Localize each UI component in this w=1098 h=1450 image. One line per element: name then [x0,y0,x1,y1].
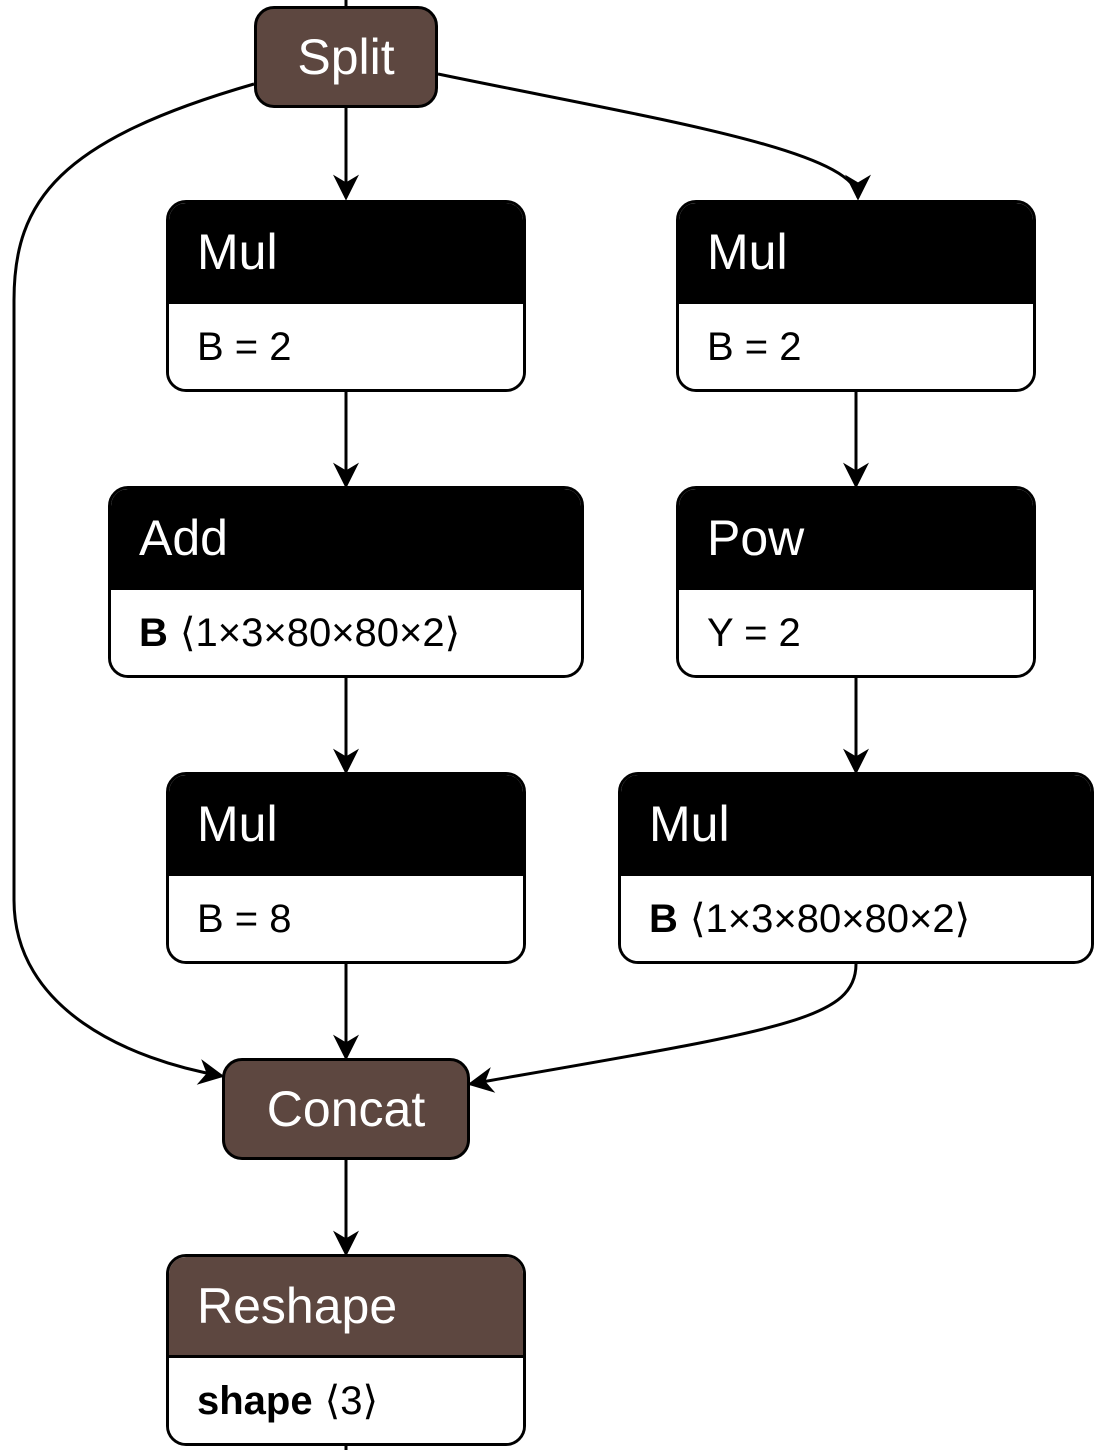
split-node[interactable]: Split [254,6,438,108]
mul-node-right-2-attr-name: B [649,896,678,941]
reshape-node[interactable]: Reshape shape ⟨3⟩ [166,1254,526,1446]
mul-node-right-1[interactable]: Mul B = 2 [676,200,1036,392]
concat-node-title: Concat [266,1081,426,1137]
edge-split-mul-right [437,72,871,201]
reshape-node-attr-value: ⟨3⟩ [324,1379,379,1423]
add-node-title: Add [111,489,581,587]
reshape-node-attr-name: shape [197,1378,313,1423]
pow-node[interactable]: Pow Y = 2 [676,486,1036,678]
mul-node-right-1-title: Mul [679,203,1033,301]
mul-node-left-2-attr: B = 8 [169,873,523,961]
split-node-title: Split [297,29,395,85]
concat-node[interactable]: Concat [222,1058,470,1160]
mul-node-left-2[interactable]: Mul B = 8 [166,772,526,964]
mul-node-left-1-attr: B = 2 [169,301,523,389]
mul-node-right-2[interactable]: Mul B ⟨1×3×80×80×2⟩ [618,772,1094,964]
reshape-node-title: Reshape [169,1257,523,1355]
add-node[interactable]: Add B ⟨1×3×80×80×2⟩ [108,486,584,678]
pow-node-title: Pow [679,489,1033,587]
add-node-attr-value: ⟨1×3×80×80×2⟩ [179,611,461,655]
mul-node-left-1[interactable]: Mul B = 2 [166,200,526,392]
mul-node-right-1-attr: B = 2 [679,301,1033,389]
edge-mul-right-concat [467,963,858,1093]
mul-node-left-1-title: Mul [169,203,523,301]
pow-node-attr: Y = 2 [679,587,1033,675]
reshape-node-attr: shape ⟨3⟩ [169,1355,523,1443]
mul-node-right-2-title: Mul [621,775,1091,873]
mul-node-left-2-title: Mul [169,775,523,873]
edge-split-concat [12,82,255,1085]
mul-node-right-2-attr-value: ⟨1×3×80×80×2⟩ [689,897,971,941]
add-node-attr: B ⟨1×3×80×80×2⟩ [111,587,581,675]
mul-node-right-2-attr: B ⟨1×3×80×80×2⟩ [621,873,1091,961]
add-node-attr-name: B [139,610,168,655]
